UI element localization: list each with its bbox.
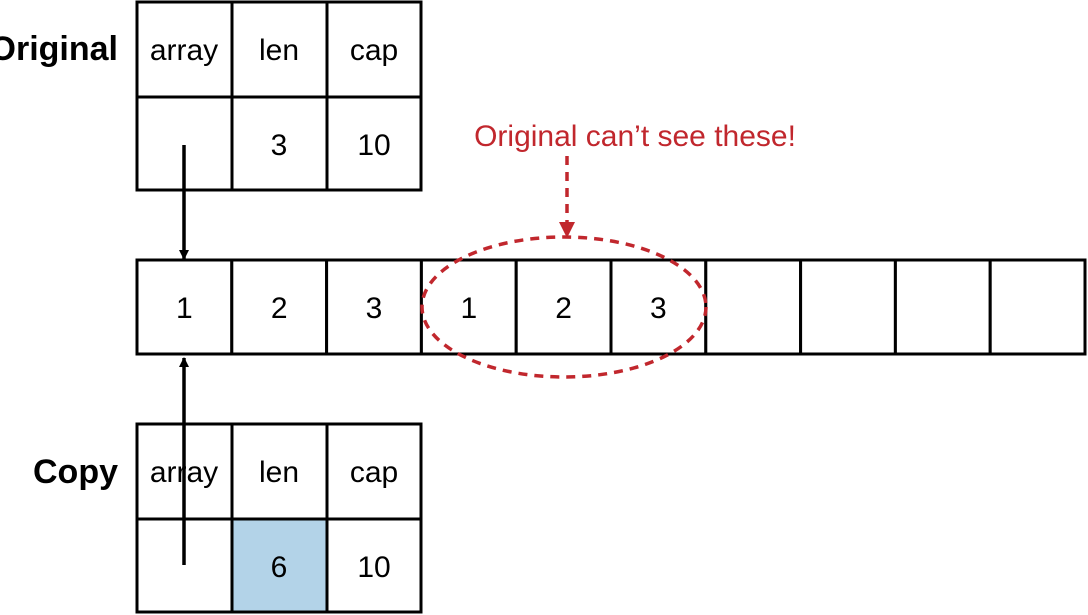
copy-len-value-cell xyxy=(230,517,329,614)
array-cell xyxy=(704,258,803,356)
copy-slice-header: Copy array len cap 6 10 xyxy=(33,422,423,614)
original-len-label-cell xyxy=(230,0,329,99)
array-cell-value: 2 xyxy=(271,292,288,325)
array-cell xyxy=(893,258,992,356)
array-cell xyxy=(135,258,234,356)
original-len-value: 3 xyxy=(271,129,288,162)
array-cell xyxy=(988,258,1087,356)
original-cap-value: 10 xyxy=(357,129,390,162)
array-cell-value: 3 xyxy=(366,292,383,325)
original-heading: Original xyxy=(0,30,118,68)
copy-cap-value-cell xyxy=(325,517,423,614)
array-cell-value: 2 xyxy=(555,292,572,325)
original-len-label: len xyxy=(259,34,299,67)
original-len-value-cell xyxy=(230,95,329,192)
annotation-label: Original can’t see these! xyxy=(474,120,796,153)
original-cap-value-cell xyxy=(325,95,423,192)
array-cell xyxy=(325,258,423,356)
original-array-label-cell xyxy=(135,0,234,99)
array-cell xyxy=(230,258,329,356)
array-cell xyxy=(799,258,897,356)
copy-cap-value: 10 xyxy=(357,551,390,584)
array-cell-value: 3 xyxy=(650,292,667,325)
array-cell-value: 1 xyxy=(176,292,193,325)
original-cap-label: cap xyxy=(350,34,398,67)
copy-len-value: 6 xyxy=(271,551,288,584)
backing-array: 1 2 3 1 2 3 xyxy=(135,258,1087,356)
original-slice-header: Original array len cap 3 10 xyxy=(0,0,423,192)
copy-cap-label: cap xyxy=(350,456,398,489)
original-array-label: array xyxy=(150,34,218,67)
array-cell-value: 1 xyxy=(460,292,477,325)
copy-len-label: len xyxy=(259,456,299,489)
copy-cap-label-cell xyxy=(325,422,423,521)
copy-heading: Copy xyxy=(33,453,118,491)
